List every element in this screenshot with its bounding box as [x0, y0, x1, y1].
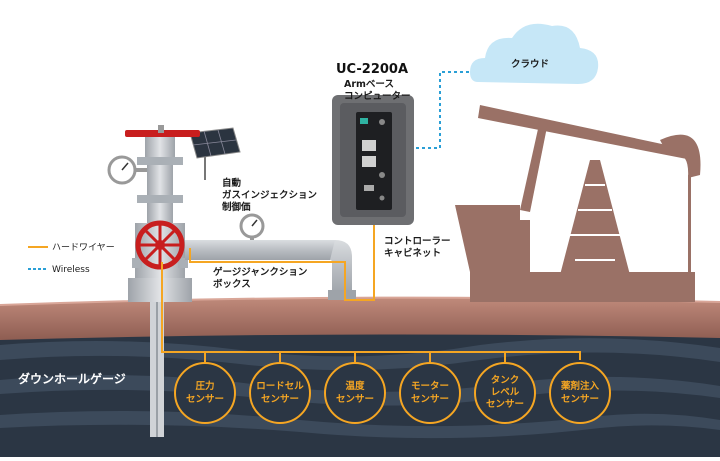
downhole-gauge-label: ダウンホールゲージ	[18, 371, 126, 386]
cloud-icon: クラウド	[470, 23, 599, 84]
sensor-label: レベル	[491, 387, 520, 398]
pumpjack-icon	[455, 105, 701, 302]
device-model: UC-2200A	[336, 62, 408, 77]
legend-hardwire-label: ハードワイヤー	[52, 243, 115, 253]
sensor-label: センサー	[411, 394, 449, 405]
solar-panel-icon	[189, 127, 241, 180]
gas-injection-line2: ガスインジェクション	[222, 189, 317, 201]
sensor-label: タンク	[491, 374, 520, 386]
legend: ハードワイヤー Wireless	[28, 243, 115, 275]
sensor-label: 圧力	[195, 380, 214, 392]
junction-box-label: ゲージジャンクション ボックス	[213, 266, 307, 290]
gas-injection-line3: 制御価	[222, 201, 251, 213]
sensor-chemical-injection: 薬剤注入 センサー	[549, 362, 611, 424]
controller-cabinet-line2: キャビネット	[384, 247, 441, 259]
junction-box-line1: ゲージジャンクション	[213, 266, 307, 278]
sensor-label: センサー	[261, 394, 299, 405]
sensor-label: センサー	[336, 394, 374, 405]
device-subtitle-line2: コンピューター	[344, 90, 411, 102]
sensor-motor: モーター センサー	[399, 362, 461, 424]
sensor-label: 薬剤注入	[560, 380, 600, 392]
sensor-label: センサー	[561, 394, 599, 405]
sensor-label: センサー	[486, 399, 524, 410]
cloud-label: クラウド	[511, 59, 549, 70]
computer-device-icon	[356, 112, 392, 210]
controller-cabinet	[332, 95, 414, 225]
sensor-label: モーター	[411, 380, 449, 392]
sensor-row: 圧力 センサー ロードセル センサー 温度 センサー モーター センサー タンク…	[174, 362, 611, 424]
sensor-label: ロードセル	[256, 381, 304, 392]
sensor-temperature: 温度 センサー	[324, 362, 386, 424]
sensor-pressure: 圧力 センサー	[174, 362, 236, 424]
hardwire-lines	[161, 225, 581, 362]
legend-wireless-label: Wireless	[52, 265, 90, 275]
sensor-tank-level: タンク レベル センサー	[474, 362, 536, 424]
controller-cabinet-label: コントローラー キャビネット	[384, 236, 451, 259]
gas-injection-line1: 自動	[222, 177, 242, 189]
sensor-load-cell: ロードセル センサー	[249, 362, 311, 424]
pressure-gauge-icon	[107, 155, 147, 185]
sensor-label: センサー	[186, 394, 224, 405]
sensor-label: 温度	[345, 380, 365, 392]
ground-surface	[0, 296, 720, 340]
junction-box-line2: ボックス	[213, 278, 251, 290]
valve-wheel-icon	[135, 220, 185, 270]
controller-cabinet-line1: コントローラー	[384, 236, 451, 247]
flow-pipe	[185, 213, 356, 300]
gas-injection-label: 自動 ガスインジェクション 制御価	[222, 177, 317, 213]
wireless-link	[410, 71, 470, 149]
device-subtitle-line1: Armベース	[344, 79, 394, 90]
